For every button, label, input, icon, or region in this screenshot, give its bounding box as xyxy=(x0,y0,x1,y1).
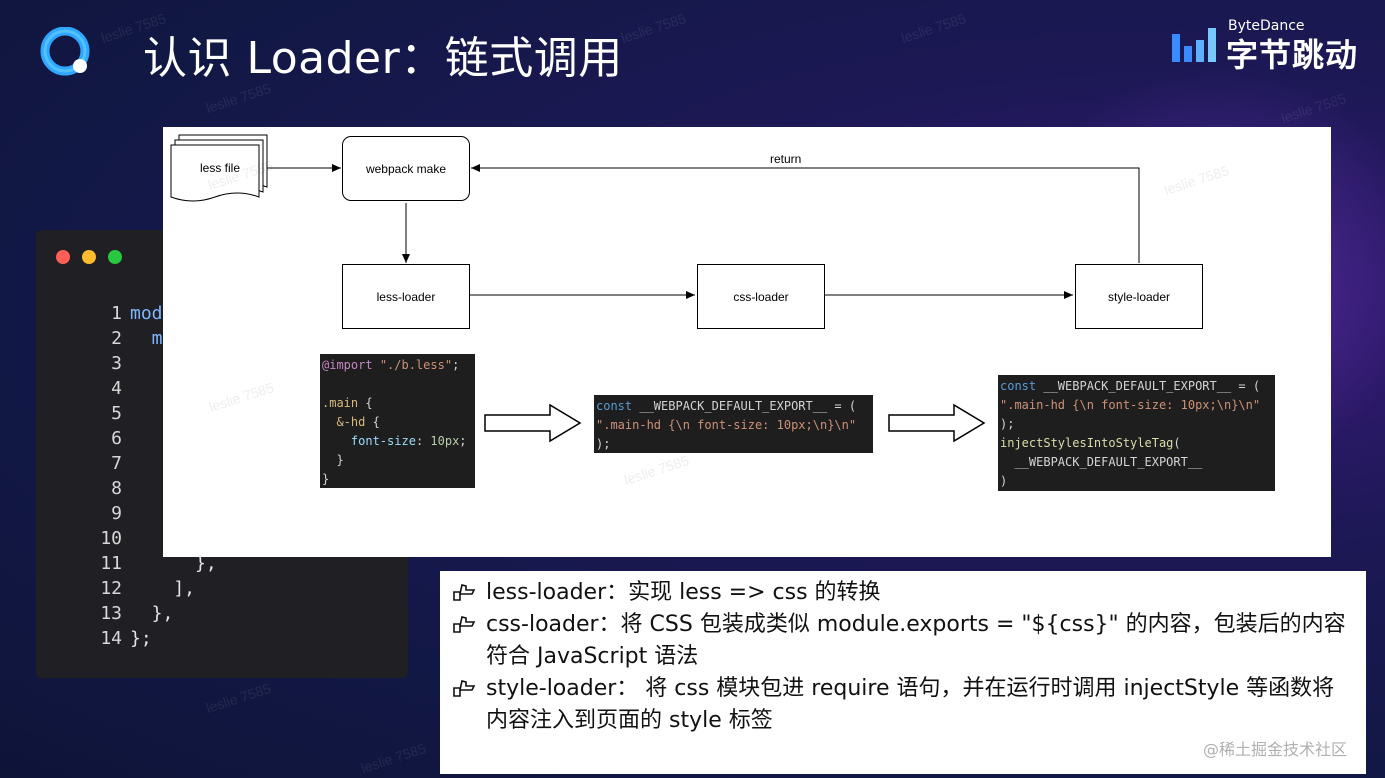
line-number: 14 xyxy=(100,628,122,649)
transform-arrow-icon xyxy=(888,403,986,443)
code-line: } xyxy=(322,453,344,467)
code-line: ".main-hd {\n font-size: 10px;\n}\n" xyxy=(1000,398,1261,412)
code-line: } xyxy=(322,472,330,486)
code-line: const __WEBPACK_DEFAULT_EXPORT__ = ( xyxy=(1000,379,1261,393)
bullet-icon xyxy=(453,680,476,697)
style-loader-node: style-loader xyxy=(1075,264,1203,329)
transform-arrow-icon xyxy=(484,403,582,443)
code-line: 13 }, xyxy=(76,601,217,626)
css-loader-output-code: const __WEBPACK_DEFAULT_EXPORT__ = ( ".ma… xyxy=(594,395,873,453)
loader-notes: less-loader：实现 less => css 的转换 css-loade… xyxy=(440,571,1366,774)
code-line: 10 xyxy=(76,526,217,551)
window-minimize-dot xyxy=(82,250,96,264)
less-file-label: less file xyxy=(199,161,240,175)
note-text: css-loader：将 CSS 包装成类似 module.exports = … xyxy=(486,612,1346,669)
code-line: ); xyxy=(1000,417,1015,431)
code-line: __WEBPACK_DEFAULT_EXPORT__ xyxy=(1000,455,1203,469)
arrow-return xyxy=(471,164,1140,263)
line-number: 9 xyxy=(111,503,122,524)
note-less-loader: less-loader：实现 less => css 的转换 xyxy=(452,577,1352,609)
code-line: 8 xyxy=(76,476,217,501)
code-line: ".main-hd {\n font-size: 10px;\n}\n" xyxy=(596,418,857,432)
css-loader-node: css-loader xyxy=(697,264,825,329)
return-label: return xyxy=(770,152,802,166)
note-style-loader: style-loader： 将 css 模块包进 require 语句，并在运行… xyxy=(452,673,1352,737)
window-zoom-dot xyxy=(108,250,122,264)
code-line: 11 }, xyxy=(76,551,217,576)
code-line: 9 xyxy=(76,501,217,526)
window-close-dot xyxy=(56,250,70,264)
code-line: const __WEBPACK_DEFAULT_EXPORT__ = ( xyxy=(596,399,857,413)
code-line xyxy=(322,375,473,394)
line-number: 2 xyxy=(111,328,122,349)
diagram-connectors xyxy=(170,134,1140,443)
line-text: }; xyxy=(130,628,152,649)
watermark: leslie 7585 xyxy=(359,740,428,776)
line-number: 11 xyxy=(100,553,122,574)
footer-watermark: @稀土掘金技术社区 xyxy=(1203,740,1348,759)
less-source-code: @import "./b.less"; .main { &-hd { font-… xyxy=(320,354,475,488)
line-number: 3 xyxy=(111,353,122,374)
less-file-document-icon xyxy=(170,134,268,202)
note-css-loader: css-loader：将 CSS 包装成类似 module.exports = … xyxy=(452,609,1352,673)
note-text: less-loader：实现 less => css 的转换 xyxy=(486,580,881,605)
brand-name-large: 字节跳动 xyxy=(1226,36,1359,74)
line-number: 12 xyxy=(100,578,122,599)
line-number: 6 xyxy=(111,428,122,449)
line-number: 8 xyxy=(111,478,122,499)
less-loader-node: less-loader xyxy=(342,264,470,329)
watermark: leslie 7585 xyxy=(204,680,273,716)
line-text: }, xyxy=(130,603,174,624)
watermark: leslie 7585 xyxy=(899,10,968,46)
code-line: injectStylesIntoStyleTag( xyxy=(1000,436,1181,450)
watermark: leslie 7585 xyxy=(619,10,688,46)
code-line: 14}; xyxy=(76,626,217,651)
note-text: style-loader： 将 css 模块包进 require 语句，并在运行… xyxy=(486,676,1335,733)
line-number: 4 xyxy=(111,378,122,399)
app-logo-icon xyxy=(40,27,90,76)
code-line: &-hd { xyxy=(336,415,380,429)
code-line: ) xyxy=(1000,474,1008,488)
line-text: }, xyxy=(130,553,217,574)
bullet-icon xyxy=(453,616,476,633)
code-line: 7 xyxy=(76,451,217,476)
bytedance-logo-icon xyxy=(1172,28,1216,62)
code-line: @import "./b.less"; xyxy=(322,358,460,372)
line-number: 10 xyxy=(100,528,122,549)
style-loader-output-code: const __WEBPACK_DEFAULT_EXPORT__ = ( ".ma… xyxy=(998,375,1275,491)
bullet-icon xyxy=(453,584,476,601)
line-text: ], xyxy=(130,578,196,599)
code-line: font-size: 10px; xyxy=(350,434,467,448)
slide-title: 认识 Loader：链式调用 xyxy=(143,33,623,84)
line-number: 7 xyxy=(111,453,122,474)
code-line: 12 ], xyxy=(76,576,217,601)
code-line: 6 xyxy=(76,426,217,451)
line-number: 1 xyxy=(111,303,122,324)
loader-chain-diagram: less file webpack make less-loader css-l… xyxy=(163,127,1331,557)
code-line: 4 xyxy=(76,376,217,401)
line-number: 5 xyxy=(111,403,122,424)
code-line: 5 xyxy=(76,401,217,426)
webpack-make-node: webpack make xyxy=(342,136,470,201)
code-line: ); xyxy=(596,437,611,451)
line-number: 13 xyxy=(100,603,122,624)
code-line: .main { xyxy=(322,396,373,410)
brand-name-small: ByteDance xyxy=(1228,18,1305,34)
